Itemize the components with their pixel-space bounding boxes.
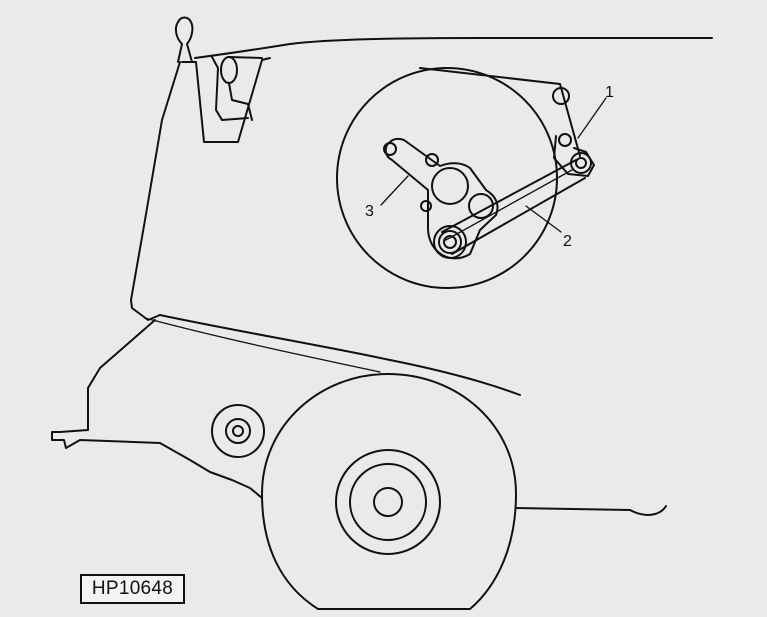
- body-roof-line: [194, 37, 713, 59]
- body-left-panel: [130, 61, 181, 321]
- upper-belt-run: [419, 67, 595, 177]
- tensioner-bolt-top: [425, 153, 439, 167]
- callout-2-leader: [525, 205, 562, 233]
- lower-bracket: [211, 56, 271, 143]
- callout-2-label: 2: [563, 233, 572, 250]
- machine-body: [51, 37, 713, 516]
- tensioner-bracket: [383, 137, 499, 260]
- callout-3-label: 3: [365, 203, 374, 220]
- small-hub-center: [232, 425, 244, 437]
- tensioner-boss-small: [468, 193, 494, 219]
- body-lower-hood: [159, 314, 521, 396]
- large-wheel-rim-inner: [349, 463, 427, 541]
- hinge-knob: [174, 16, 194, 63]
- drive-disc: [336, 67, 558, 289]
- drive-disc-outline: [336, 67, 558, 289]
- drive-belt: [441, 159, 586, 255]
- hinge-plate: [181, 61, 239, 143]
- drive-pulley-middle: [438, 230, 462, 254]
- body-rear-lower-line: [514, 505, 667, 516]
- idler-pulley-mid: [558, 133, 572, 147]
- tensioner-pivot-hole: [383, 142, 397, 156]
- idler-pulley-top: [552, 87, 570, 105]
- callout-leaders: [380, 97, 607, 233]
- tensioner-plate-outline: [384, 137, 499, 260]
- tensioner-bolt-left: [420, 200, 432, 212]
- bracket-tube-lower: [228, 82, 253, 121]
- belt-upper-run: [419, 67, 581, 157]
- large-wheel-rim-outer: [335, 449, 441, 555]
- large-wheel-tire: [261, 373, 517, 610]
- callout-1-leader: [577, 97, 607, 139]
- callout-3-leader: [380, 175, 409, 206]
- idler-pulley-right-inner: [575, 157, 587, 169]
- large-wheel: [261, 373, 517, 610]
- bracket-tube-top: [228, 56, 263, 59]
- small-hub-outer: [211, 404, 265, 458]
- drive-belt-bottom-run: [451, 177, 586, 255]
- small-hub-middle: [225, 418, 251, 444]
- drive-belt-top-run: [441, 159, 577, 233]
- drive-pulley-hub: [443, 235, 457, 249]
- upper-idler-arm: [553, 135, 595, 177]
- bracket-tube: [220, 56, 238, 84]
- body-front-lower: [51, 319, 263, 499]
- large-wheel-hub: [373, 487, 403, 517]
- body-lower-inner-edge: [144, 317, 381, 373]
- drive-belt-inner-edge: [445, 169, 573, 241]
- small-hub: [211, 404, 265, 458]
- drive-pulley-outer: [433, 225, 467, 259]
- top-support-bracket: [174, 16, 271, 143]
- callout-1-label: 1: [605, 84, 614, 101]
- tensioner-boss-large: [431, 167, 469, 205]
- figure-reference-code: HP10648: [80, 574, 185, 604]
